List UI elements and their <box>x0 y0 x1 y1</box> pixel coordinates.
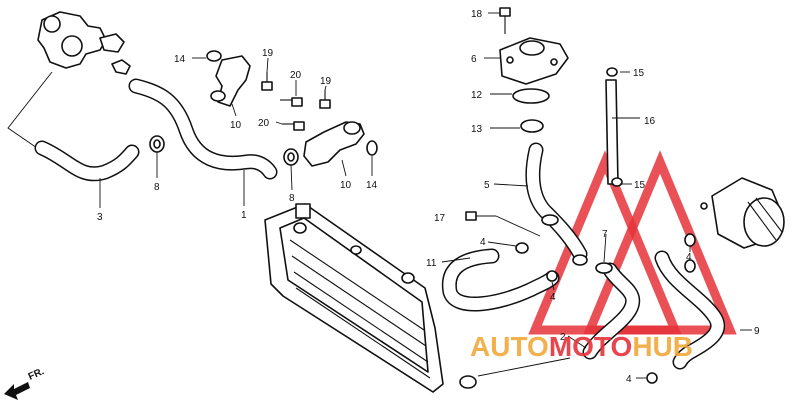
leader-line <box>495 215 541 237</box>
front-direction-marker: FR. <box>4 366 46 400</box>
callout-16: 16 <box>644 116 656 127</box>
oil-cooler <box>700 177 785 249</box>
callout-19: 19 <box>320 76 332 87</box>
callout-18: 18 <box>471 9 483 20</box>
callout-15: 15 <box>633 68 645 79</box>
callout-5: 5 <box>484 180 490 191</box>
radiator <box>264 203 477 393</box>
watermark-hub: HUB <box>632 331 693 362</box>
leader-line <box>7 71 53 151</box>
hose-clamp <box>515 242 529 254</box>
callout-9: 9 <box>754 326 760 337</box>
hose-2 <box>582 262 640 360</box>
water-joint <box>303 121 365 167</box>
callout-labels: 18 6 12 13 15 16 15 5 14 19 20 19 20 10 … <box>97 9 760 385</box>
bolt <box>499 7 511 34</box>
hose-5 <box>525 142 588 262</box>
bolt <box>280 97 303 107</box>
bolt <box>282 121 305 131</box>
hose-clamp <box>283 148 299 166</box>
callout-8: 8 <box>289 193 295 204</box>
hose-clamp <box>149 135 165 153</box>
callout-14: 14 <box>174 54 186 65</box>
water-pipe <box>605 67 623 187</box>
callout-1: 1 <box>241 210 247 221</box>
bolt <box>465 211 496 221</box>
hose-clamp <box>572 254 588 266</box>
o-ring <box>366 140 378 156</box>
callout-8: 8 <box>154 182 160 193</box>
callout-10: 10 <box>340 180 352 191</box>
o-ring <box>512 88 550 104</box>
callout-7: 7 <box>602 229 608 240</box>
callout-10: 10 <box>230 120 242 131</box>
hose-1 <box>128 78 278 180</box>
hose-clamp <box>646 372 658 384</box>
callout-12: 12 <box>471 90 483 101</box>
o-ring <box>206 50 222 62</box>
hose-clamp <box>684 259 696 273</box>
bolt <box>319 90 331 109</box>
hose-9 <box>654 250 726 370</box>
callout-20: 20 <box>290 70 302 81</box>
callout-4: 4 <box>686 252 692 263</box>
hose-clamp <box>684 233 696 247</box>
callout-15: 15 <box>634 180 646 191</box>
bolt <box>261 72 273 91</box>
arrow-forward-icon <box>4 382 30 400</box>
callout-11: 11 <box>426 258 437 269</box>
callout-4: 4 <box>480 237 486 248</box>
direction-label: FR. <box>27 366 46 383</box>
watermark-moto: MOTO <box>549 331 632 362</box>
hose-11 <box>441 248 560 312</box>
hose-3 <box>34 140 140 182</box>
callout-20: 20 <box>258 118 270 129</box>
callout-6: 6 <box>471 54 477 65</box>
leader-lines <box>99 12 752 379</box>
callout-3: 3 <box>97 212 103 223</box>
watermark-text: AUTOMOTOHUB <box>470 331 693 362</box>
thermostat-cover <box>499 37 569 85</box>
callout-2: 2 <box>560 332 566 343</box>
callout-4: 4 <box>626 374 632 385</box>
o-ring <box>520 119 544 133</box>
hose-clamp <box>546 270 558 282</box>
svg-text:AUTOMOTOHUB: AUTOMOTOHUB <box>470 331 693 362</box>
callout-19: 19 <box>262 48 274 59</box>
callout-14: 14 <box>366 180 378 191</box>
callout-13: 13 <box>471 124 483 135</box>
callout-4: 4 <box>550 292 556 303</box>
callout-17: 17 <box>434 213 446 224</box>
thermostat-housing <box>37 11 131 75</box>
hose-clamp <box>541 214 559 226</box>
hose-clamp <box>595 262 613 274</box>
water-joint <box>210 55 251 107</box>
watermark-auto: AUTO <box>470 331 549 362</box>
